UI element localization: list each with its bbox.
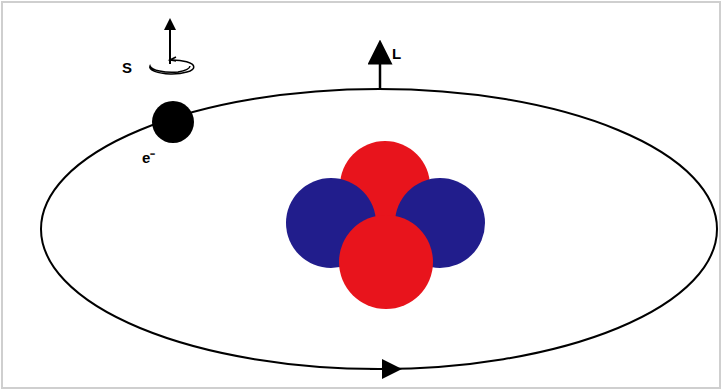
orbit-direction-arrow bbox=[370, 368, 392, 370]
spin-arrow bbox=[169, 24, 171, 64]
angular-momentum-label: L bbox=[392, 46, 401, 61]
spin-circle-head bbox=[170, 57, 176, 61]
proton bbox=[339, 215, 433, 309]
electron bbox=[152, 101, 194, 143]
orbit bbox=[41, 89, 717, 369]
spin-circle bbox=[150, 60, 194, 74]
electron-label: e⁻ bbox=[142, 150, 155, 165]
angular-momentum-arrow bbox=[379, 52, 382, 89]
spin-label: S bbox=[122, 60, 132, 75]
